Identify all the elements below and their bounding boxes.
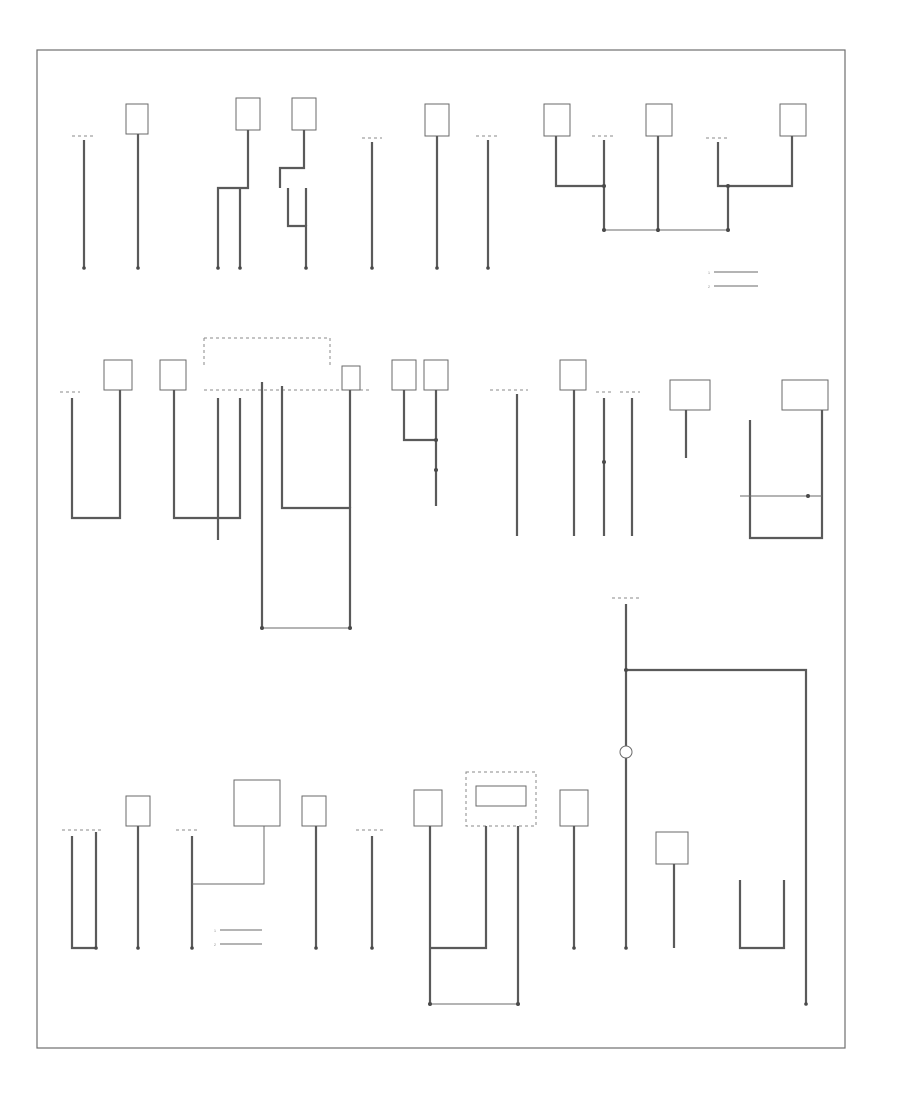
ground-point bbox=[804, 1002, 808, 1006]
ground-point bbox=[216, 266, 220, 270]
ground-point bbox=[314, 946, 318, 950]
ground-wire bbox=[280, 386, 352, 628]
component-box bbox=[125, 103, 149, 135]
splice-node bbox=[726, 184, 730, 188]
splice-node bbox=[726, 228, 730, 232]
row-3-components: 1 2 bbox=[62, 597, 808, 1006]
ground-point bbox=[486, 266, 490, 270]
component-box bbox=[103, 359, 133, 391]
component-box bbox=[413, 789, 443, 827]
splice-node bbox=[428, 1002, 432, 1006]
junction-block-outline bbox=[465, 771, 537, 827]
ground-wire bbox=[286, 188, 308, 268]
ground-point bbox=[136, 946, 140, 950]
ground-wire bbox=[626, 668, 808, 1004]
ground-wire bbox=[430, 826, 488, 950]
component-box bbox=[291, 97, 317, 131]
component-box bbox=[475, 785, 527, 807]
row-1-components: 1 2 bbox=[72, 97, 807, 289]
ground-point bbox=[624, 946, 628, 950]
splice-node bbox=[656, 228, 660, 232]
ground-wire bbox=[70, 390, 122, 520]
ground-wire bbox=[738, 880, 786, 950]
splice-node bbox=[806, 494, 810, 498]
ground-bus bbox=[192, 826, 265, 885]
splice-node bbox=[602, 184, 606, 188]
component-box bbox=[159, 359, 187, 391]
component-box bbox=[423, 359, 449, 391]
ground-wire bbox=[172, 390, 242, 520]
legend-number: 2 bbox=[708, 285, 710, 289]
component-box bbox=[424, 103, 450, 137]
splice-node bbox=[260, 626, 264, 630]
splice-node bbox=[624, 668, 628, 672]
splice-node bbox=[602, 228, 606, 232]
ground-point bbox=[572, 946, 576, 950]
component-box bbox=[781, 379, 829, 411]
legend-number: 1 bbox=[214, 929, 216, 933]
row-2-components bbox=[60, 337, 829, 630]
diagram-frame bbox=[36, 49, 846, 1049]
component-box bbox=[655, 831, 689, 865]
component-box bbox=[559, 789, 589, 827]
ground-wire bbox=[70, 832, 98, 950]
ground-point bbox=[190, 946, 194, 950]
component-box bbox=[559, 359, 587, 391]
splice-node bbox=[434, 468, 438, 472]
ground-point bbox=[370, 946, 374, 950]
ground-point bbox=[94, 946, 98, 950]
splice-node bbox=[348, 626, 352, 630]
ground-wire bbox=[716, 136, 794, 188]
component-box bbox=[645, 103, 673, 137]
splice-node bbox=[602, 460, 606, 464]
legend-number: 1 bbox=[708, 271, 710, 275]
component-box bbox=[235, 97, 261, 131]
ground-wire bbox=[748, 410, 824, 540]
component-box bbox=[125, 795, 151, 827]
splice-node bbox=[434, 438, 438, 442]
component-box bbox=[341, 365, 361, 391]
component-box bbox=[543, 103, 571, 137]
ground-point bbox=[304, 266, 308, 270]
splice-node bbox=[516, 1002, 520, 1006]
ground-wire bbox=[278, 130, 306, 188]
ground-point bbox=[238, 266, 242, 270]
component-box bbox=[301, 795, 327, 827]
ground-point bbox=[435, 266, 439, 270]
component-box bbox=[391, 359, 417, 391]
ground-wire bbox=[216, 130, 250, 268]
component-box bbox=[779, 103, 807, 137]
ground-point bbox=[136, 266, 140, 270]
fuse-icon bbox=[619, 745, 633, 759]
component-box bbox=[233, 779, 281, 827]
ground-point bbox=[370, 266, 374, 270]
ground-wire bbox=[554, 136, 604, 188]
component-box bbox=[669, 379, 711, 411]
legend-number: 2 bbox=[214, 943, 216, 947]
ground-point bbox=[82, 266, 86, 270]
ground-wire bbox=[402, 390, 436, 442]
